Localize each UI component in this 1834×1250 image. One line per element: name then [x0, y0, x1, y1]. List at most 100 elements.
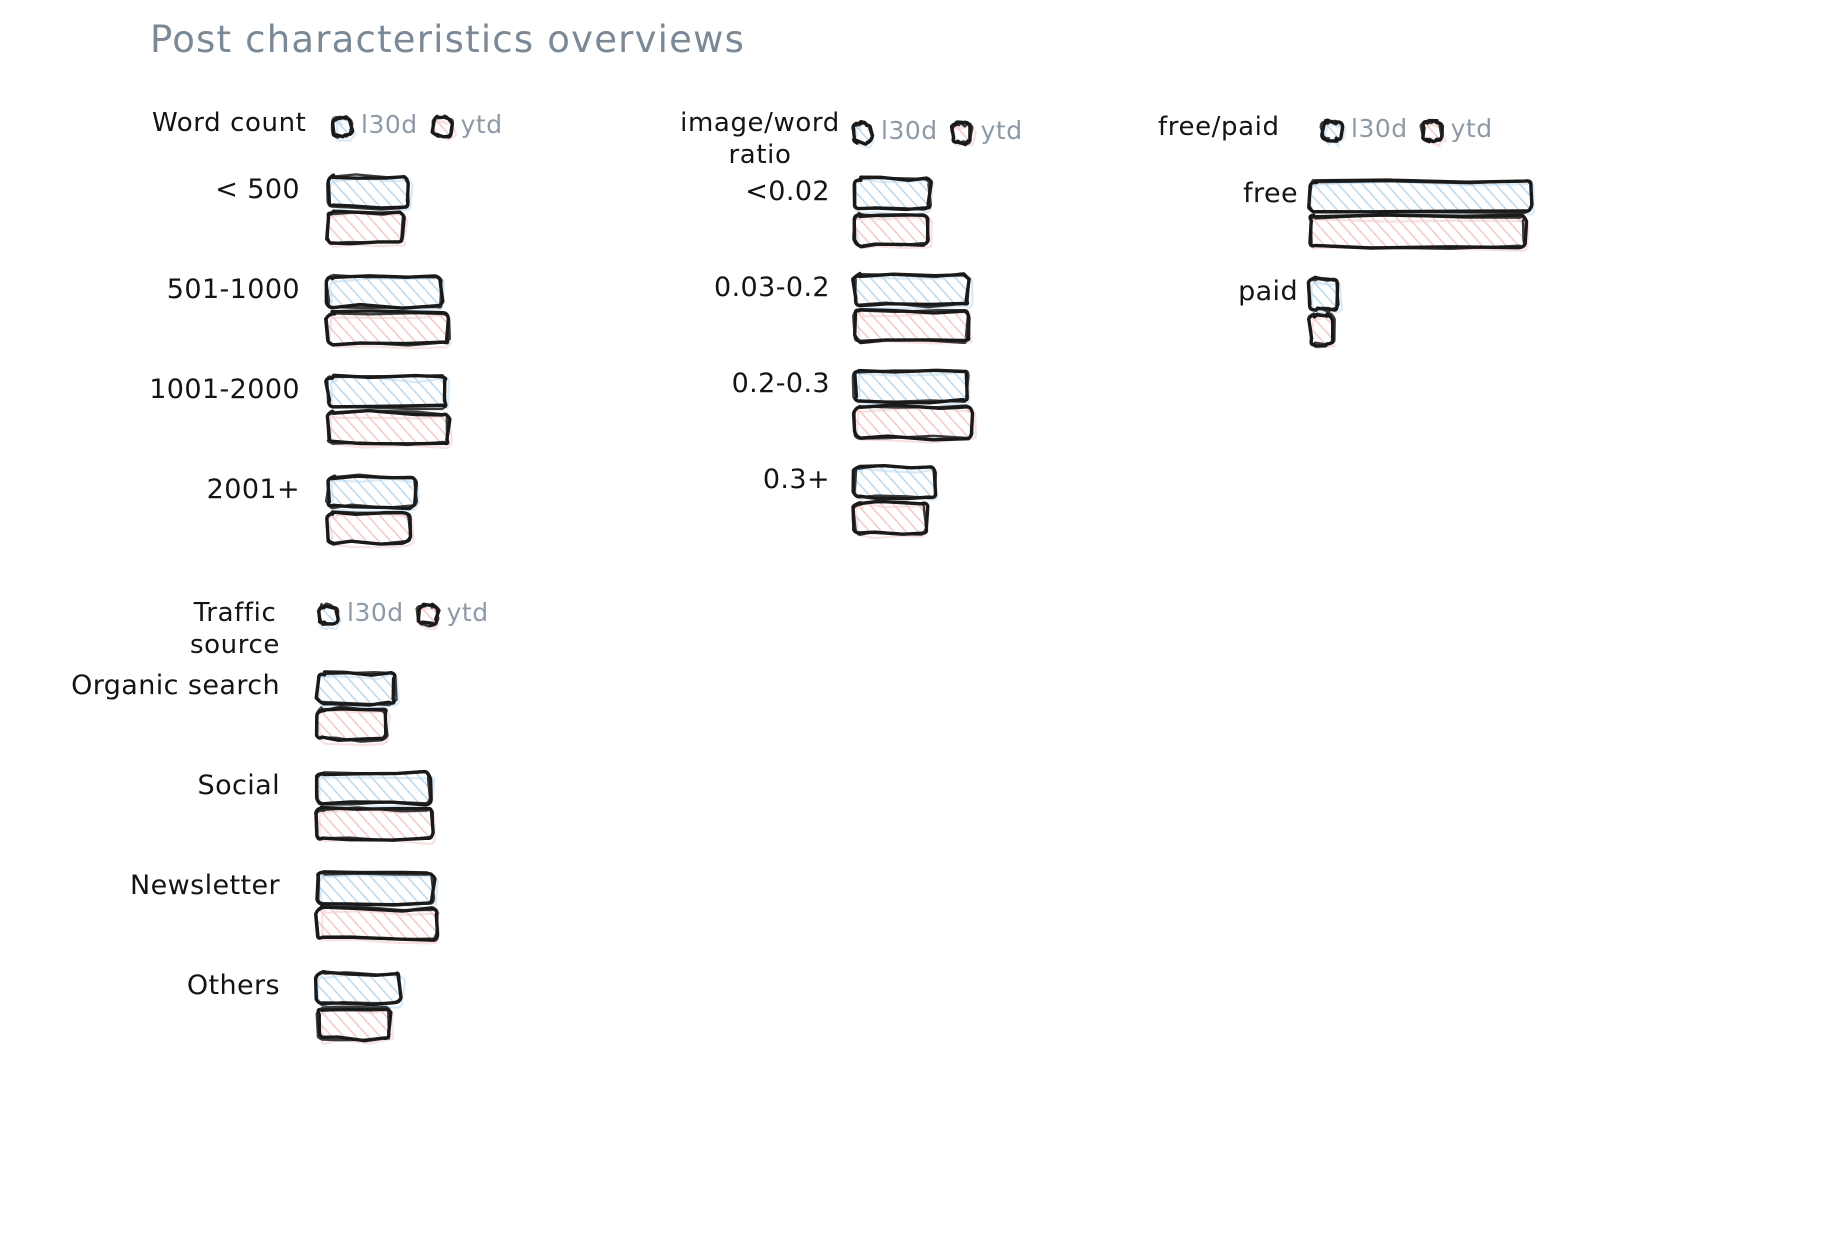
bar-group: paid: [1140, 274, 1700, 350]
bar-group: Others: [0, 968, 640, 1045]
legend-item-l30d[interactable]: l30d: [316, 598, 404, 630]
bar-group: Newsletter: [0, 868, 640, 945]
bar-category-label: 0.3+: [762, 464, 830, 495]
bar-ytd[interactable]: [1305, 212, 1530, 252]
bar-l30d[interactable]: [850, 270, 974, 310]
bar-group: 2001+: [0, 472, 640, 549]
panel-header: Word count l30d ytd: [0, 100, 640, 172]
legend-swatch-blue-icon: [851, 119, 876, 149]
legend-swatch-pink-icon: [1419, 117, 1447, 148]
bar-category-label: 2001+: [206, 474, 300, 505]
bar-ytd[interactable]: [323, 508, 415, 549]
legend-swatch-blue-icon: [330, 113, 357, 142]
legend-free-paid: l30d ytd: [1319, 114, 1493, 150]
bar-l30d[interactable]: [1305, 274, 1344, 315]
bar-ytd[interactable]: [313, 904, 442, 945]
panel-title-image-ratio: image/word ratio: [680, 108, 840, 170]
bar-group: 501-1000: [0, 272, 640, 350]
bar-ytd[interactable]: [313, 804, 438, 846]
legend-image-ratio: l30d ytd: [851, 116, 1023, 149]
bar-ytd[interactable]: [850, 402, 977, 444]
bar-ytd[interactable]: [850, 498, 931, 540]
panel-title-free-paid: free/paid: [1158, 112, 1280, 142]
bar-ytd[interactable]: [313, 704, 391, 747]
bar-l30d[interactable]: [313, 868, 439, 910]
legend-item-l30d[interactable]: l30d: [330, 110, 418, 142]
legend-label-ytd: ytd: [446, 598, 489, 627]
bar-l30d[interactable]: [850, 462, 940, 502]
legend-label-l30d: l30d: [1351, 114, 1408, 143]
bar-category-label: < 500: [215, 174, 300, 205]
bar-category-label: 501-1000: [166, 274, 300, 305]
bar-l30d[interactable]: [323, 172, 414, 213]
bar-category-label: Organic search: [71, 670, 280, 701]
panel-title-word-count: Word count: [152, 108, 307, 138]
bar-group: <0.02: [660, 174, 1130, 250]
legend-label-ytd: ytd: [1450, 114, 1493, 143]
panel-header: Traffic source l30d ytd: [0, 590, 640, 662]
legend-swatch-pink-icon: [430, 113, 457, 141]
page-title: Post characteristics overviews: [150, 18, 746, 61]
legend-label-ytd: ytd: [460, 110, 503, 139]
bar-category-label: Social: [197, 770, 280, 801]
bar-category-label: paid: [1238, 276, 1298, 307]
legend-swatch-pink-icon: [415, 601, 442, 631]
bar-group: 0.03-0.2: [660, 270, 1130, 345]
bar-l30d[interactable]: [850, 366, 973, 407]
bar-group: Social: [0, 768, 640, 846]
bar-category-label: 0.2-0.3: [731, 368, 830, 399]
bar-category-label: free: [1243, 178, 1298, 209]
legend-item-ytd[interactable]: ytd: [430, 110, 503, 141]
bar-ytd[interactable]: [850, 210, 933, 250]
panel-title-traffic-source: Traffic source: [190, 598, 280, 660]
legend-item-ytd[interactable]: ytd: [949, 116, 1023, 147]
bar-ytd[interactable]: [323, 408, 454, 450]
chart-panel-word-count: Word count l30d ytd < 500 501-1000: [0, 100, 640, 560]
bar-l30d[interactable]: [850, 174, 935, 217]
bar-category-label: 1001-2000: [149, 374, 300, 405]
legend-traffic-source: l30d ytd: [316, 598, 489, 631]
bar-category-label: Newsletter: [130, 870, 280, 901]
legend-label-l30d: l30d: [361, 110, 418, 139]
bar-ytd[interactable]: [1305, 310, 1338, 350]
legend-label-l30d: l30d: [881, 116, 938, 145]
bar-group: 0.3+: [660, 462, 1130, 540]
bars-area-word-count: < 500 501-1000 1001-2000 2001+: [0, 172, 640, 572]
bar-l30d[interactable]: [323, 472, 420, 513]
chart-panel-free-paid: free/paid l30d ytd free paid: [1140, 100, 1700, 400]
bar-l30d[interactable]: [1305, 176, 1535, 218]
legend-swatch-blue-icon: [1319, 117, 1347, 150]
bar-l30d[interactable]: [323, 372, 451, 413]
bar-l30d[interactable]: [313, 768, 436, 809]
legend-item-ytd[interactable]: ytd: [1419, 114, 1493, 148]
bar-ytd[interactable]: [313, 1004, 395, 1045]
legend-swatch-blue-icon: [316, 601, 343, 630]
legend-item-l30d[interactable]: l30d: [851, 116, 938, 149]
bar-group: 1001-2000: [0, 372, 640, 450]
bar-group: 0.2-0.3: [660, 366, 1130, 444]
bar-category-label: 0.03-0.2: [714, 272, 830, 303]
panel-header: image/word ratio l30d ytd: [660, 100, 1130, 172]
bar-category-label: <0.02: [745, 176, 830, 207]
legend-item-ytd[interactable]: ytd: [415, 598, 489, 631]
panel-header: free/paid l30d ytd: [1140, 100, 1700, 172]
bar-l30d[interactable]: [313, 968, 407, 1009]
bar-ytd[interactable]: [323, 208, 409, 249]
legend-label-l30d: l30d: [347, 598, 404, 627]
bar-l30d[interactable]: [323, 272, 446, 314]
bar-group: free: [1140, 176, 1700, 252]
bars-area-free-paid: free paid: [1140, 172, 1700, 368]
bar-ytd[interactable]: [323, 308, 453, 350]
legend-word-count: l30d ytd: [330, 110, 503, 142]
bar-l30d[interactable]: [313, 668, 400, 710]
bar-group: < 500: [0, 172, 640, 249]
chart-panel-image-ratio: image/word ratio l30d ytd <0.02 0.03-0.2: [660, 100, 1130, 560]
legend-item-l30d[interactable]: l30d: [1319, 114, 1408, 150]
chart-panel-traffic-source: Traffic source l30d ytd Organic search S…: [0, 590, 640, 1060]
legend-label-ytd: ytd: [980, 116, 1023, 145]
bar-category-label: Others: [186, 970, 280, 1001]
bar-ytd[interactable]: [850, 306, 973, 345]
legend-swatch-pink-icon: [949, 119, 977, 147]
bar-group: Organic search: [0, 668, 640, 747]
bars-area-image-ratio: <0.02 0.03-0.2 0.2-0.3 0.3+: [660, 172, 1130, 556]
